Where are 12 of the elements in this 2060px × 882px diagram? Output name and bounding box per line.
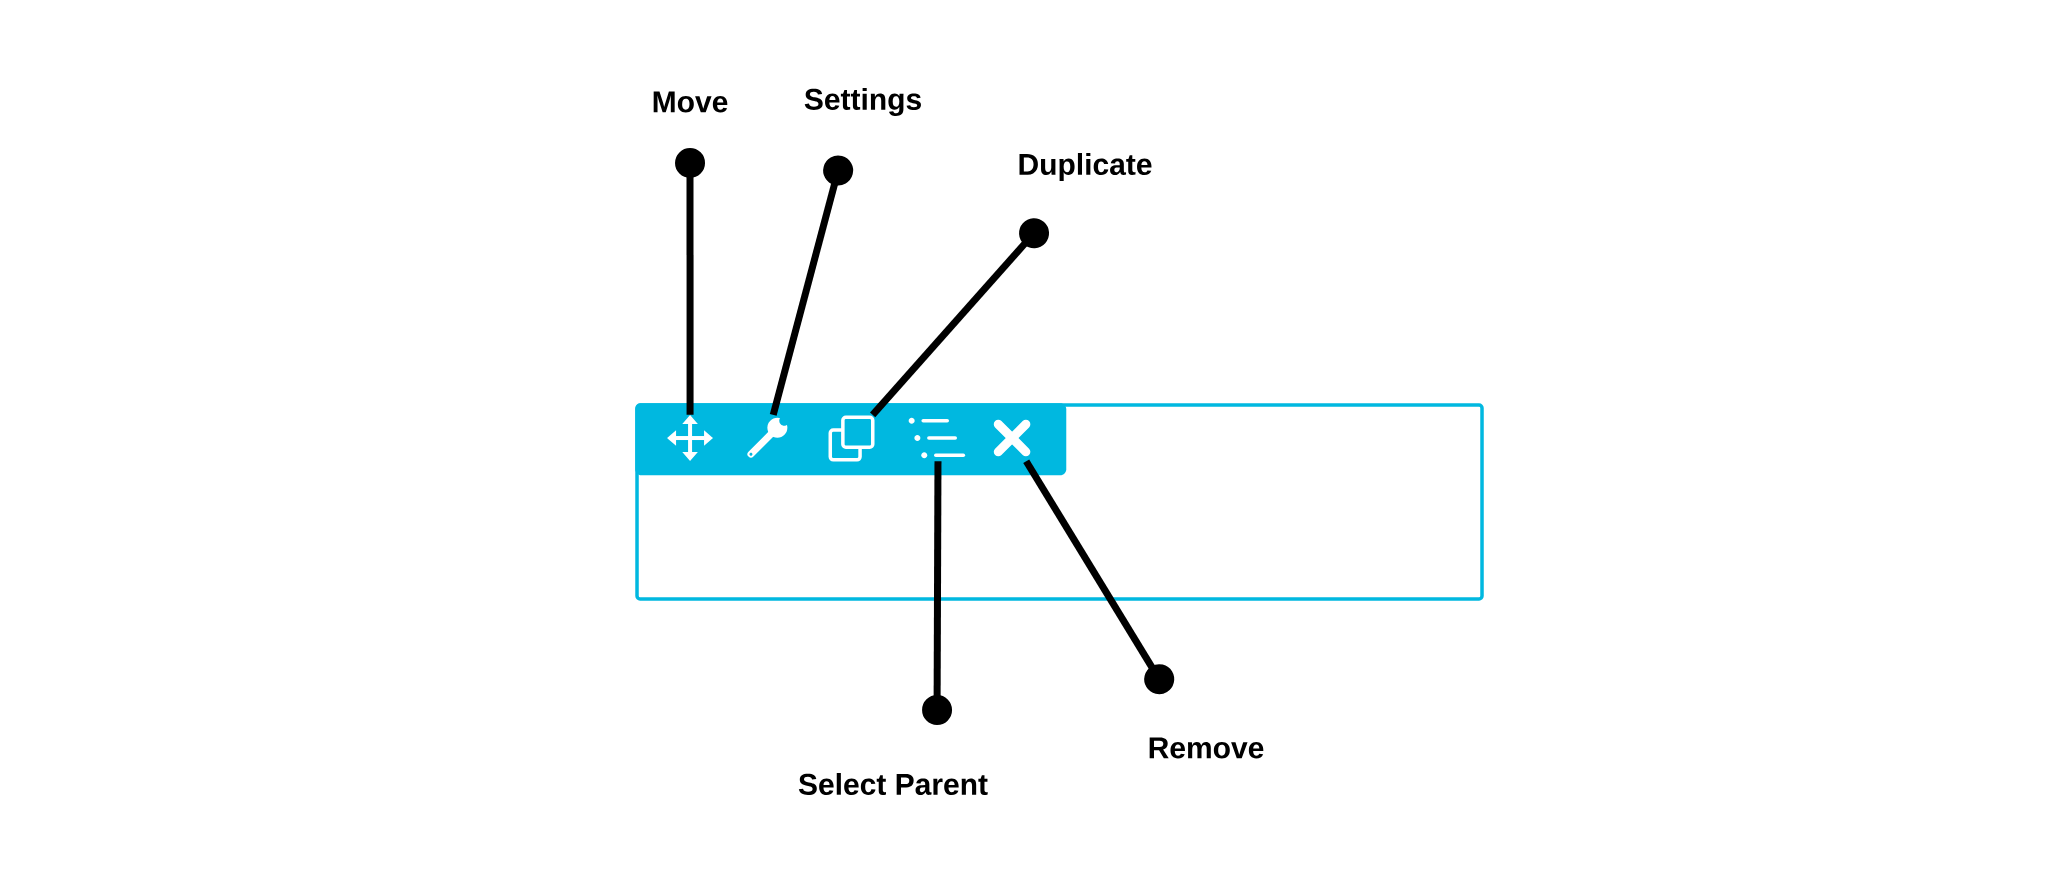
duplicate-icon: [828, 415, 875, 462]
wrench-icon: [747, 415, 790, 458]
callout-label: Move: [653, 91, 728, 113]
callout-label: Remove: [1149, 737, 1264, 759]
callout-label: Settings: [804, 87, 921, 117]
list-icon: [908, 417, 966, 459]
leader-line: [1023, 459, 1175, 695]
close-icon: [993, 419, 1031, 457]
leader-line: [870, 218, 1050, 418]
callout-label: Duplicate: [1019, 153, 1152, 181]
leader-line: [769, 155, 854, 416]
callout-label: Select Parent: [798, 772, 988, 795]
